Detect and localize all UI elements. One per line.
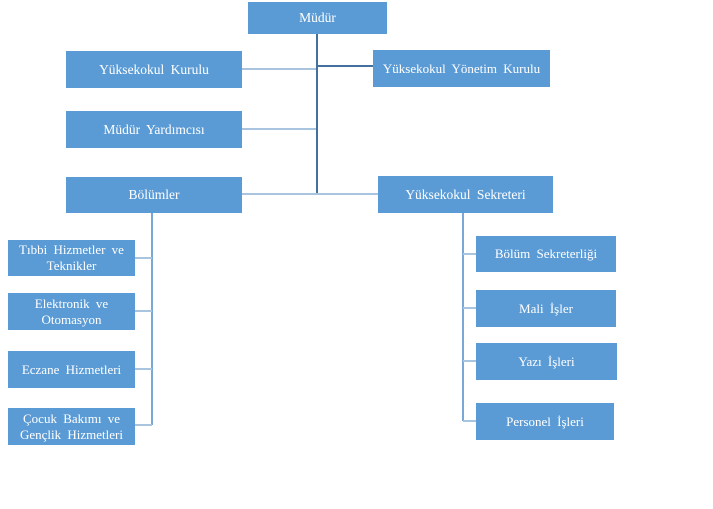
connector-to-yonetim-kurulu: [317, 65, 373, 67]
connector-bolumler-sekreteri-row: [242, 193, 378, 195]
connector-sekreter-vertical: [462, 213, 464, 421]
connector-stub-bolum-sekreterligi: [463, 253, 476, 255]
node-yuksekokul-yonetim-kurulu: Yüksekokul Yönetim Kurulu: [373, 50, 550, 87]
connector-stub-yazi-isleri: [463, 360, 476, 362]
node-personel-isleri: Personel İşleri: [476, 403, 614, 440]
node-yazi-isleri: Yazı İşleri: [476, 343, 617, 380]
connector-trunk-vertical: [316, 34, 318, 194]
node-mali-isler: Mali İşler: [476, 290, 616, 327]
node-elektronik-ve-otomasyon: Elektronik ve Otomasyon: [8, 293, 135, 330]
node-yuksekokul-kurulu: Yüksekokul Kurulu: [66, 51, 242, 88]
connector-to-yuksekokul-kurulu: [242, 68, 316, 70]
connector-to-mudur-yardimcisi: [242, 128, 316, 130]
node-eczane-hizmetleri: Eczane Hizmetleri: [8, 351, 135, 388]
connector-stub-mali-isler: [463, 307, 476, 309]
connector-stub-personel-isleri: [463, 420, 476, 422]
node-bolum-sekreterligi: Bölüm Sekreterliği: [476, 236, 616, 272]
connector-stub-elektronik: [135, 310, 152, 312]
node-yuksekokul-sekreteri: Yüksekokul Sekreteri: [378, 176, 553, 213]
connector-stub-eczane: [135, 368, 152, 370]
node-mudur-yardimcisi: Müdür Yardımcısı: [66, 111, 242, 148]
connector-bolumler-vertical: [151, 213, 153, 425]
connector-stub-tibbi: [135, 257, 152, 259]
node-mudur: Müdür: [248, 2, 387, 34]
connector-stub-cocuk: [135, 424, 152, 426]
node-bolumler: Bölümler: [66, 177, 242, 213]
node-tibbi-hizmetler-ve-teknikler: Tıbbi Hizmetler ve Teknikler: [8, 240, 135, 276]
node-cocuk-bakimi-ve-genclik-hizmetleri: Çocuk Bakımı ve Gençlik Hizmetleri: [8, 408, 135, 445]
